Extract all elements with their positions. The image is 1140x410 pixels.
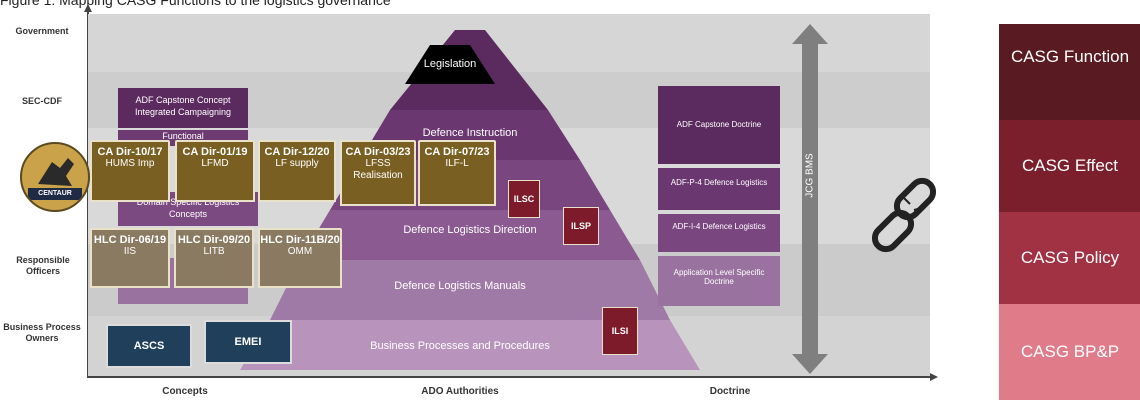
doctrine-application: Application Level Specific Doctrine <box>658 256 780 306</box>
tag-ilsc: ILSC <box>508 180 540 218</box>
doc-title: HLC Dir-06/19 <box>93 234 167 246</box>
casg-effect: CASG Effect <box>999 120 1140 212</box>
row-label-responsible-officers: Responsible Officers <box>16 255 70 276</box>
bp-emei: EMEI <box>204 320 292 364</box>
doc-title: HLC Dir-09/20 <box>177 234 251 246</box>
doc-title: CA Dir-07/23 <box>424 146 490 158</box>
doc-title: CA Dir-10/17 <box>97 146 163 158</box>
figure-caption: Figure 1: Mapping CASG Functions to the … <box>0 0 391 8</box>
doctrine-adf-i-4: ADF-I-4 Defence Logistics <box>658 214 780 252</box>
row-label-government: Government <box>15 26 69 36</box>
doc-sub: IIS <box>123 246 137 257</box>
doc-title: HLC Dir-11B/20 <box>260 234 340 246</box>
doctrine-capstone: ADF Capstone Doctrine <box>658 86 780 164</box>
pyramid-defence-instruction: Defence Instruction <box>422 127 518 139</box>
concept-capstone: ADF Capstone Concept Integrated Campaign… <box>118 88 248 128</box>
doc-sub: LFSS Realisation <box>353 158 403 181</box>
axis-label-doctrine: Doctrine <box>709 386 751 397</box>
doc-sub: LFMD <box>201 158 229 169</box>
logo-text: CENTAUR <box>28 188 82 200</box>
doc-sub: LITB <box>203 246 225 257</box>
casg-bpp: CASG BP&P <box>999 304 1140 400</box>
doc-title: CA Dir-12/20 <box>264 146 330 158</box>
casg-function: CASG Function <box>999 24 1140 120</box>
axis-label-ado-authorities: ADO Authorities <box>421 386 499 397</box>
broken-chain-icon <box>871 177 937 253</box>
tag-ilsi: ILSI <box>602 307 638 355</box>
doc-sub: LF supply <box>275 158 319 169</box>
row-label-sec-cdf: SEC-CDF <box>22 96 62 106</box>
doc-sub: HUMS Imp <box>105 158 155 169</box>
doc-title: CA Dir-03/23 <box>345 146 411 158</box>
centaur-icon <box>38 158 74 186</box>
pyramid-manuals: Defence Logistics Manuals <box>394 280 526 292</box>
row-label-bp-owners: Business Process Owners <box>3 322 81 343</box>
tag-ilsp: ILSP <box>563 207 599 245</box>
doc-title: CA Dir-01/19 <box>182 146 248 158</box>
pyramid-direction: Defence Logistics Direction <box>403 224 537 236</box>
doc-sub: OMM <box>287 246 313 257</box>
pyramid-legislation: Legislation <box>423 58 477 70</box>
doc-sub: ILF-L <box>445 158 469 169</box>
pyramid-bpp: Business Processes and Procedures <box>370 340 550 352</box>
jcg-bms-arrow <box>792 24 828 374</box>
casg-policy: CASG Policy <box>999 212 1140 304</box>
bp-ascs: ASCS <box>106 324 192 368</box>
axis-label-concepts: Concepts <box>162 386 208 397</box>
doctrine-adf-p-4: ADF-P-4 Defence Logistics <box>658 168 780 210</box>
centaur-logo: CENTAUR <box>20 142 90 212</box>
